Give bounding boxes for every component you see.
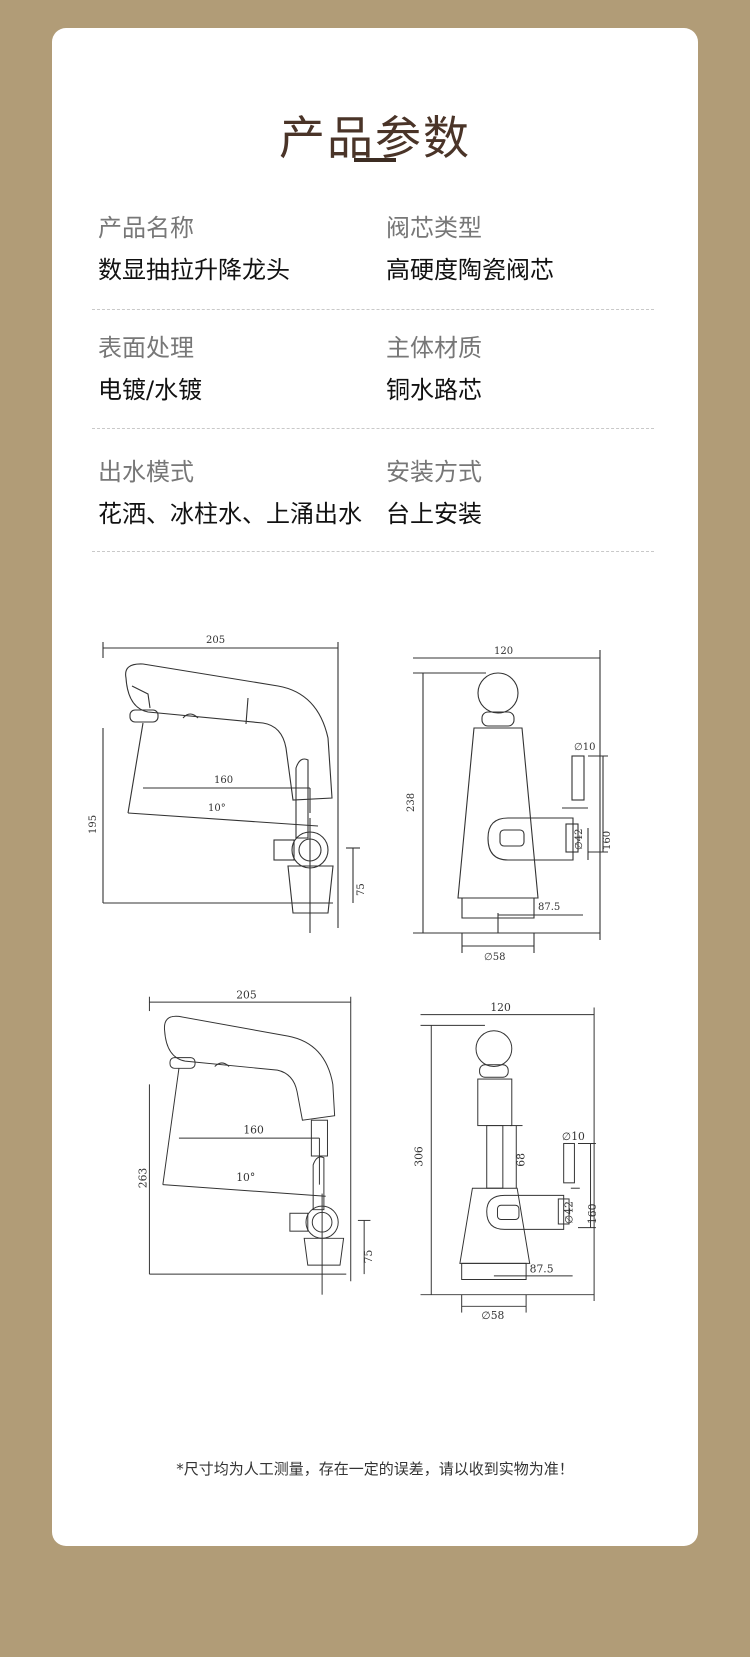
page-title: 产品参数 [279, 111, 471, 165]
spec-install: 安装方式 台上安装 [386, 456, 482, 530]
dim-offset: 87.5 [538, 902, 560, 913]
measurement-note: *尺寸均为人工测量，存在一定的误差，请以收到实物为准！ [176, 1460, 574, 1478]
dim-height: 263 [137, 1168, 150, 1189]
dim-side-height: 238 [406, 793, 417, 812]
spec-product-name: 产品名称 数显抽拉升降龙头 [98, 212, 290, 286]
faucet-drawing-standard: 205 160 10° 195 75 120 238 ∅10 ∅42 160 8… [88, 635, 613, 963]
dim-base-dia: ∅58 [484, 952, 505, 963]
dim-angle: 10° [208, 803, 226, 814]
dim-offset: 87.5 [530, 1262, 554, 1275]
divider [92, 428, 654, 429]
dim-handle-height: 160 [586, 1203, 599, 1224]
divider [92, 551, 654, 552]
dim-handle-height: 160 [602, 831, 613, 850]
spec-label: 阀芯类型 [386, 214, 482, 242]
dim-side-width: 120 [490, 1001, 511, 1014]
spec-water-mode: 出水模式 花洒、冰柱水、上涌出水 [98, 456, 362, 530]
spec-label: 安装方式 [386, 458, 482, 486]
dim-handle: ∅42 [563, 1201, 576, 1224]
spec-value: 铜水路芯 [386, 376, 482, 404]
spec-label: 产品名称 [98, 214, 194, 242]
dim-hose: ∅10 [574, 742, 595, 753]
dim-lift: 68 [514, 1153, 527, 1167]
spec-label: 表面处理 [98, 334, 194, 362]
faucet-drawing-lifted: 205 160 10° 263 75 120 306 68 ∅10 ∅42 16… [137, 989, 599, 1322]
spec-value: 高硬度陶瓷阀芯 [386, 256, 554, 284]
dim-handle: ∅42 [574, 829, 585, 850]
spec-material: 主体材质 铜水路芯 [386, 332, 482, 406]
dim-reach: 160 [214, 775, 233, 786]
dim-side-height: 306 [412, 1146, 425, 1167]
dim-width: 205 [236, 989, 256, 1002]
spec-value: 花洒、冰柱水、上涌出水 [98, 500, 362, 528]
spec-label: 主体材质 [386, 334, 482, 362]
spec-surface: 表面处理 电镀/水镀 [98, 332, 202, 406]
spec-card: 产品参数 产品名称 数显抽拉升降龙头 阀芯类型 高硬度陶瓷阀芯 表面处理 电镀/… [52, 28, 698, 1546]
spec-label: 出水模式 [98, 458, 194, 486]
title-underline [354, 158, 396, 162]
dim-base: 75 [356, 883, 367, 896]
spec-value: 台上安装 [386, 500, 482, 528]
divider [92, 309, 654, 310]
spec-valve-type: 阀芯类型 高硬度陶瓷阀芯 [386, 212, 554, 286]
dim-hose: ∅10 [562, 1130, 585, 1143]
dim-base: 75 [362, 1250, 375, 1264]
dim-width: 205 [206, 635, 225, 646]
dim-side-width: 120 [494, 646, 513, 657]
dim-reach: 160 [243, 1124, 264, 1137]
dim-base-dia: ∅58 [481, 1309, 504, 1322]
dim-angle: 10° [236, 1171, 255, 1184]
spec-value: 电镀/水镀 [98, 376, 203, 404]
dim-height: 195 [88, 815, 99, 834]
spec-value: 数显抽拉升降龙头 [98, 256, 290, 284]
